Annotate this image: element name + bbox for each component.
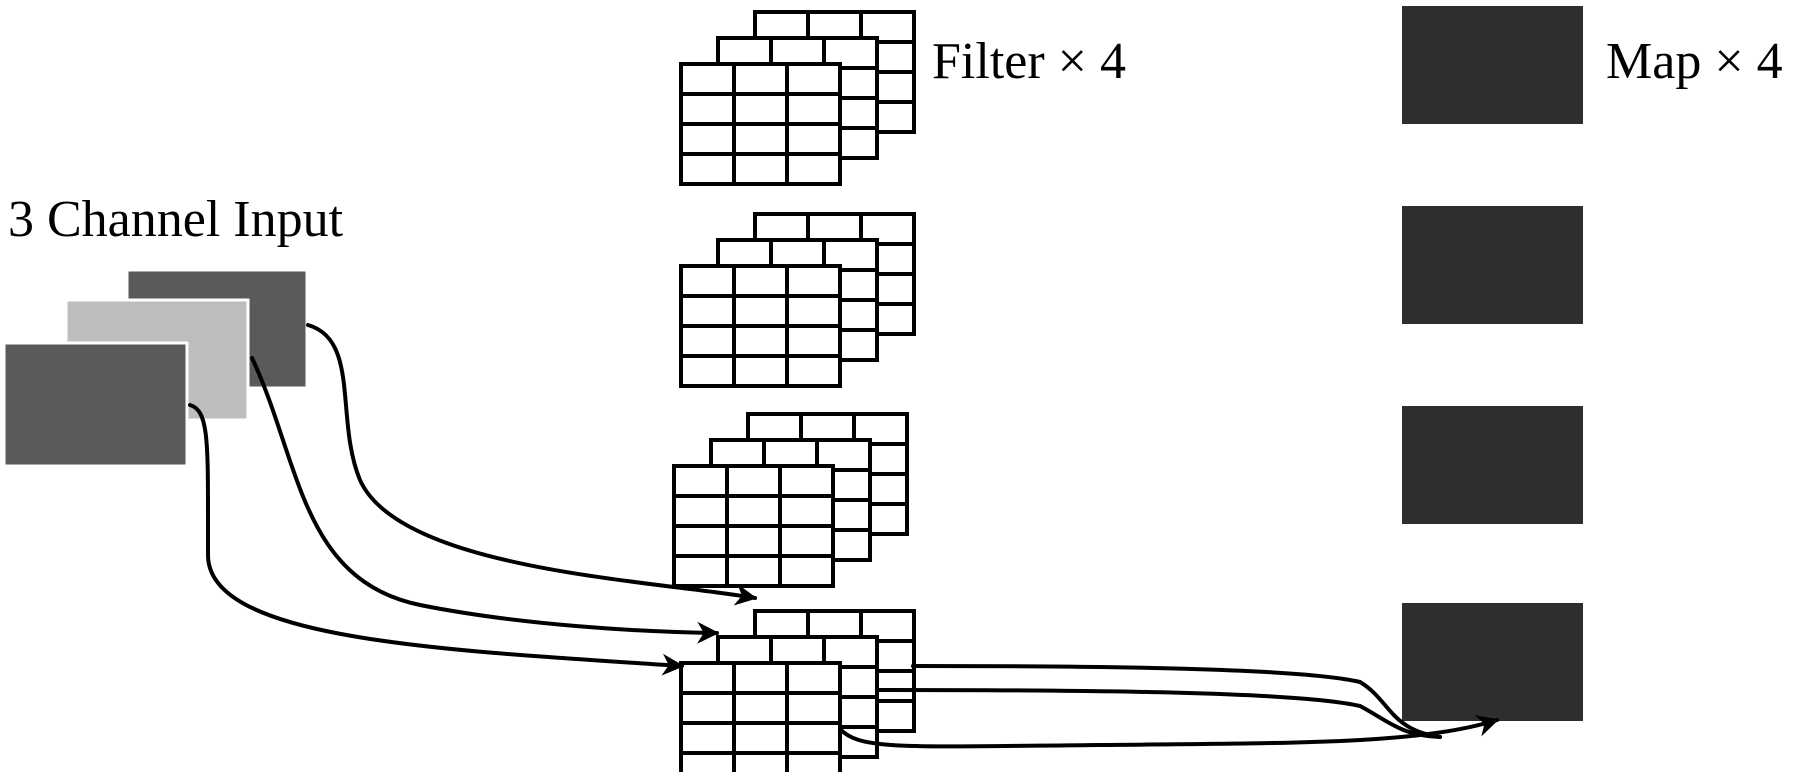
filter-cell bbox=[785, 152, 842, 186]
filter-to-map-connections bbox=[838, 664, 1500, 749]
filter-cell bbox=[672, 524, 729, 558]
filter-cell bbox=[679, 264, 736, 298]
filter-3-layer-1 bbox=[672, 464, 835, 588]
maps-label: Map × 4 bbox=[1606, 33, 1783, 90]
filter-stack-4 bbox=[679, 609, 916, 772]
feature-map-1 bbox=[1402, 6, 1583, 124]
filter-cell bbox=[785, 661, 842, 695]
filter-stack-3 bbox=[672, 412, 909, 588]
filter-cell bbox=[785, 721, 842, 755]
filter-cell bbox=[679, 354, 736, 388]
filter-cell bbox=[732, 354, 789, 388]
filter-1-layer-1 bbox=[679, 62, 842, 186]
input-channels bbox=[2, 268, 309, 468]
filter-cell bbox=[679, 152, 736, 186]
filter-cell bbox=[732, 264, 789, 298]
connection-channel-3 bbox=[306, 323, 758, 606]
filter-cell bbox=[732, 721, 789, 755]
filter-cell bbox=[679, 751, 736, 772]
feature-map-2 bbox=[1402, 206, 1583, 324]
feature-map-3 bbox=[1402, 406, 1583, 524]
input-channel-1 bbox=[2, 341, 189, 468]
filter-cell bbox=[732, 92, 789, 126]
filter-cell bbox=[778, 494, 835, 528]
filter-2-layer-1 bbox=[679, 264, 842, 388]
filter-cell bbox=[778, 554, 835, 588]
filter-cell bbox=[732, 324, 789, 358]
input-to-filter-connections bbox=[188, 323, 758, 676]
filter-cell bbox=[785, 294, 842, 328]
filter-cell bbox=[672, 554, 729, 588]
filter-cell bbox=[785, 751, 842, 772]
filter-cell bbox=[785, 354, 842, 388]
filter-cell bbox=[785, 122, 842, 156]
filter-cell bbox=[679, 691, 736, 725]
filter-cell bbox=[778, 464, 835, 498]
filter-cell bbox=[679, 122, 736, 156]
filter-cell bbox=[679, 324, 736, 358]
filter-cell bbox=[785, 92, 842, 126]
connection-filter-layer-3 bbox=[911, 664, 1442, 739]
filter-cell bbox=[785, 62, 842, 96]
filter-cell bbox=[732, 294, 789, 328]
connection-channel-2 bbox=[250, 356, 720, 644]
filter-cell bbox=[679, 661, 736, 695]
filter-cell bbox=[778, 524, 835, 558]
filter-cell bbox=[679, 294, 736, 328]
connection-channel-1 bbox=[188, 403, 685, 676]
feature-map-4 bbox=[1402, 603, 1583, 721]
filter-cell bbox=[679, 92, 736, 126]
filter-cell bbox=[725, 524, 782, 558]
filter-cell bbox=[732, 62, 789, 96]
filter-cell bbox=[732, 661, 789, 695]
filter-cell bbox=[732, 122, 789, 156]
filter-cell bbox=[785, 691, 842, 725]
filter-stack-2 bbox=[679, 212, 916, 388]
filter-cell bbox=[859, 212, 916, 246]
filter-cell bbox=[732, 691, 789, 725]
filter-cell bbox=[679, 721, 736, 755]
filter-stack-1 bbox=[679, 10, 916, 186]
filter-cell bbox=[785, 264, 842, 298]
filter-cell bbox=[732, 751, 789, 772]
input-label: 3 Channel Input bbox=[8, 191, 344, 248]
filter-cell bbox=[672, 464, 729, 498]
filter-cell bbox=[732, 152, 789, 186]
filter-4-layer-1 bbox=[679, 661, 842, 772]
filter-cell bbox=[679, 62, 736, 96]
feature-maps bbox=[1402, 6, 1583, 721]
filter-cell bbox=[672, 494, 729, 528]
filter-cell bbox=[725, 554, 782, 588]
filter-cell bbox=[725, 494, 782, 528]
filter-cell bbox=[725, 464, 782, 498]
connection-filter-layer-1 bbox=[838, 715, 1500, 749]
filter-stacks bbox=[672, 10, 916, 772]
connection-filter-layer-2 bbox=[875, 688, 1442, 739]
filter-cell bbox=[785, 324, 842, 358]
filters-label: Filter × 4 bbox=[932, 33, 1126, 90]
